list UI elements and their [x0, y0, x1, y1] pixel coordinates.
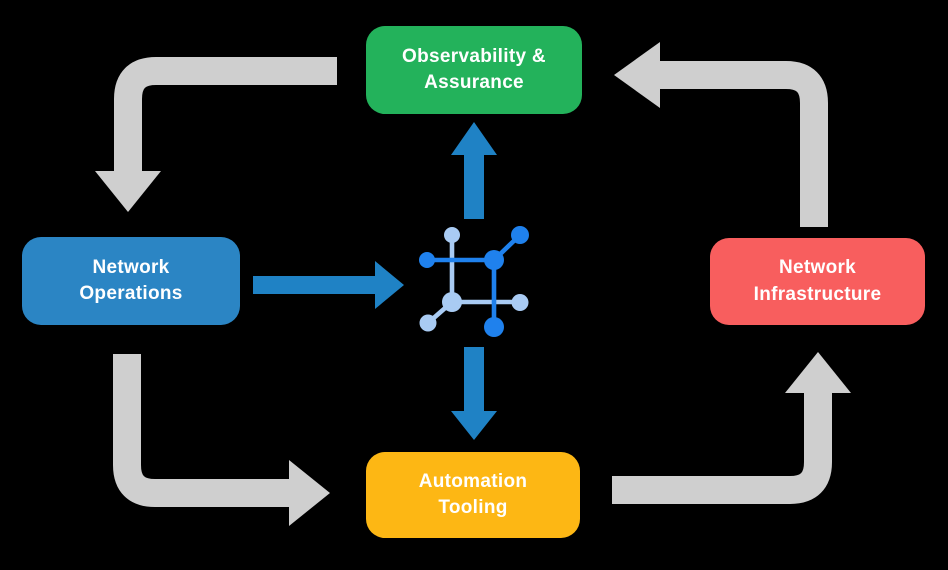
node-label: Observability & Assurance: [402, 45, 546, 93]
icon-node-top: [444, 227, 460, 243]
arrow-shaft: [113, 354, 290, 507]
arrow-shaft: [114, 57, 337, 172]
icon-node-left: [419, 252, 435, 268]
arrowhead-up-icon: [785, 352, 851, 393]
arrow-center-to-observability: [451, 122, 497, 219]
icon-node-top-right-corner: [484, 250, 504, 270]
node-label: Network Infrastructure: [753, 257, 882, 305]
arrow-shaft: [659, 61, 828, 227]
node-network-infrastructure: Network Infrastructure: [710, 238, 925, 325]
node-automation-tooling: Automation Tooling: [366, 452, 580, 538]
icon-node-lower-left: [419, 314, 437, 332]
arrow-infrastructure-to-observability: [614, 42, 828, 227]
icon-node-bottom-left-corner: [442, 292, 462, 312]
arrow-shaft: [612, 392, 832, 504]
arrow-observability-to-operations: [95, 57, 337, 212]
arrow-automation-to-infrastructure: [612, 352, 851, 504]
network-mesh-icon: [419, 226, 529, 337]
node-network-operations: Network Operations: [22, 237, 240, 325]
arrow-operations-to-center: [253, 261, 404, 309]
icon-node-right: [511, 294, 529, 311]
node-label: Network Operations: [79, 256, 183, 304]
icon-node-upper-right: [511, 226, 529, 244]
network-icon-dark-nodes: [419, 226, 529, 337]
arrowhead-down-icon: [95, 171, 161, 212]
arrowhead-left-icon: [614, 42, 660, 108]
node-label: Automation Tooling: [418, 470, 528, 518]
arrowhead-right-icon: [289, 460, 330, 526]
node-observability-assurance: Observability & Assurance: [366, 26, 582, 114]
network-icon-light-nodes: [419, 227, 529, 332]
arrow-operations-to-automation: [113, 354, 330, 526]
icon-node-bottom: [484, 317, 504, 337]
arrow-center-to-automation: [451, 347, 497, 440]
